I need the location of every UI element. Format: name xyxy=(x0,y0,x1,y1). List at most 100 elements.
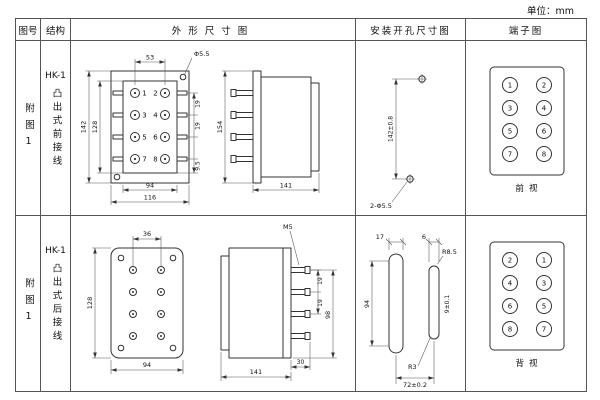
rear-view-hole-dots xyxy=(132,269,162,337)
row1-structure-cell: HK-1 凸出式前接线 xyxy=(41,41,71,216)
terminal-num-7: 7 xyxy=(142,155,146,163)
rear-terminal-7: 7 xyxy=(542,326,546,334)
dim-142-08: 142±0.8 xyxy=(388,116,395,142)
front-view-caption: 前视 xyxy=(515,183,542,194)
dim-30: 30 xyxy=(297,359,305,366)
row1-outline-cell: 53 Φ5.5 142 128 19 19 9.5 94 116 1 2 3 4… xyxy=(71,41,356,216)
dimension-table: 图号 结构 外形尺寸图 安装开孔尺寸图 端子图 附图1 HK-1 凸出式前接线 xyxy=(15,18,587,392)
dim-9-01: 9±0.1 xyxy=(444,295,451,314)
row2-terminal-cell: 2 1 4 3 6 5 8 7 背视 xyxy=(466,216,586,391)
dim-pitch-2: 19 xyxy=(195,122,202,130)
row2-structure: 凸出式后接线 xyxy=(50,263,62,344)
dim-36: 36 xyxy=(143,230,151,238)
dim-53: 53 xyxy=(146,54,154,62)
row2-terminal-diagram: 2 1 4 3 6 5 8 7 背视 xyxy=(489,241,565,369)
row2-outline-drawing: 36 128 94 xyxy=(86,223,337,381)
dim-6: 6 xyxy=(422,233,426,241)
row2-outline-cell: 36 128 94 xyxy=(71,216,356,391)
row2-structure-cell: HK-1 凸出式后接线 xyxy=(41,216,71,391)
front-terminal-4: 4 xyxy=(542,105,547,113)
rear-terminal-4: 4 xyxy=(508,280,513,288)
relay-front-view xyxy=(110,70,190,184)
row2-mounting-drawing: 17 6 R8.5 94 9±0.1 R3 72±0.2 xyxy=(363,233,457,389)
front-terminal-6: 6 xyxy=(542,128,547,136)
mounting-holes xyxy=(406,75,426,183)
row1-mounting-cell: 142±0.8 2-Φ5.5 xyxy=(356,41,466,216)
front-terminal-1: 1 xyxy=(508,82,512,90)
row1-terminal-diagram: 1 2 3 4 5 6 7 8 前视 xyxy=(489,66,565,194)
dim-offset: 9.5 xyxy=(195,161,202,171)
terminal-box-rear xyxy=(489,241,565,351)
header-outline: 外形尺寸图 xyxy=(71,19,356,41)
dim-72-02: 72±0.2 xyxy=(403,381,427,389)
dim-141: 141 xyxy=(280,182,292,190)
mounting-slot-dim-lines xyxy=(369,238,444,384)
dim-94: 94 xyxy=(146,182,154,190)
row1-fig-no-cell: 附图1 xyxy=(16,41,41,216)
dim-98: 98 xyxy=(324,311,332,319)
rear-terminal-5: 5 xyxy=(542,303,546,311)
header-terminal: 端子图 xyxy=(466,19,586,41)
front-terminal-8: 8 xyxy=(542,151,546,159)
dim-r85: R8.5 xyxy=(442,248,457,256)
dim-94-slot: 94 xyxy=(363,300,371,308)
dim-142: 142 xyxy=(80,121,88,133)
terminal-num-5: 5 xyxy=(142,133,146,141)
terminal-num-2: 2 xyxy=(153,89,157,97)
row2-mounting-cell: 17 6 R8.5 94 9±0.1 R3 72±0.2 xyxy=(356,216,466,391)
rear-terminal-8: 8 xyxy=(508,326,512,334)
dim-pitch-1: 19 xyxy=(195,100,202,108)
front-terminal-2: 2 xyxy=(542,82,546,90)
relay-side-view xyxy=(230,70,320,184)
row2-fig-no-cell: 附图1 xyxy=(16,216,41,391)
relay-rear-view xyxy=(110,247,184,359)
side-view-dim-lines xyxy=(222,70,320,193)
rear-terminal-6: 6 xyxy=(508,303,513,311)
relay-side-view-rear xyxy=(220,247,311,359)
header-mounting: 安装开孔尺寸图 xyxy=(356,19,466,41)
dim-128: 128 xyxy=(91,121,99,133)
mounting-dim-lines xyxy=(391,74,427,203)
dim-hole-label: Φ5.5 xyxy=(194,50,209,58)
dim-pitch-r2-1: 19 xyxy=(317,277,324,285)
dim-94-rear: 94 xyxy=(143,361,151,369)
dim-r3: R3 xyxy=(408,363,417,371)
row2-model: HK-1 xyxy=(45,246,66,256)
header-structure: 结构 xyxy=(41,19,71,41)
row1-mounting-drawing: 142±0.8 2-Φ5.5 xyxy=(370,74,427,210)
unit-label: 单位：mm xyxy=(526,6,574,17)
dim-141-rear: 141 xyxy=(250,368,262,376)
rear-terminal-1: 1 xyxy=(542,257,546,265)
dim-pitch-r2-2: 19 xyxy=(317,299,324,307)
dim-128-rear: 128 xyxy=(86,297,94,309)
side-view-rear-dim-lines xyxy=(220,230,337,381)
dim-2-holes: 2-Φ5.5 xyxy=(370,202,392,210)
front-terminal-5: 5 xyxy=(508,128,512,136)
mounting-slots xyxy=(388,253,440,354)
terminal-num-3: 3 xyxy=(142,111,146,119)
row1-model: HK-1 xyxy=(45,71,66,81)
rear-view-dim-lines xyxy=(92,236,184,374)
rear-view-caption: 背视 xyxy=(515,358,542,369)
terminal-num-4: 4 xyxy=(153,111,158,119)
dim-116: 116 xyxy=(144,194,156,202)
front-view-terminal-dots xyxy=(133,91,167,161)
dim-thread: M5 xyxy=(283,223,293,231)
dim-17: 17 xyxy=(376,233,384,241)
row1-structure: 凸出式前接线 xyxy=(50,88,62,169)
terminal-box-front xyxy=(489,66,565,176)
dim-154: 154 xyxy=(216,121,224,133)
rear-terminal-2: 2 xyxy=(508,257,512,265)
front-terminal-3: 3 xyxy=(508,105,512,113)
row1-terminal-cell: 1 2 3 4 5 6 7 8 前视 xyxy=(466,41,586,216)
row1-fig-no: 附图1 xyxy=(23,102,34,154)
front-terminal-7: 7 xyxy=(508,151,512,159)
row2-fig-no: 附图1 xyxy=(23,278,34,329)
terminal-num-1: 1 xyxy=(142,89,146,97)
row1-outline-drawing: 53 Φ5.5 142 128 19 19 9.5 94 116 1 2 3 4… xyxy=(80,50,320,205)
terminal-num-6: 6 xyxy=(153,133,158,141)
front-view-dim-lines xyxy=(85,57,198,205)
header-fig-no: 图号 xyxy=(16,19,41,41)
terminal-num-8: 8 xyxy=(153,155,157,163)
rear-terminal-3: 3 xyxy=(542,280,546,288)
